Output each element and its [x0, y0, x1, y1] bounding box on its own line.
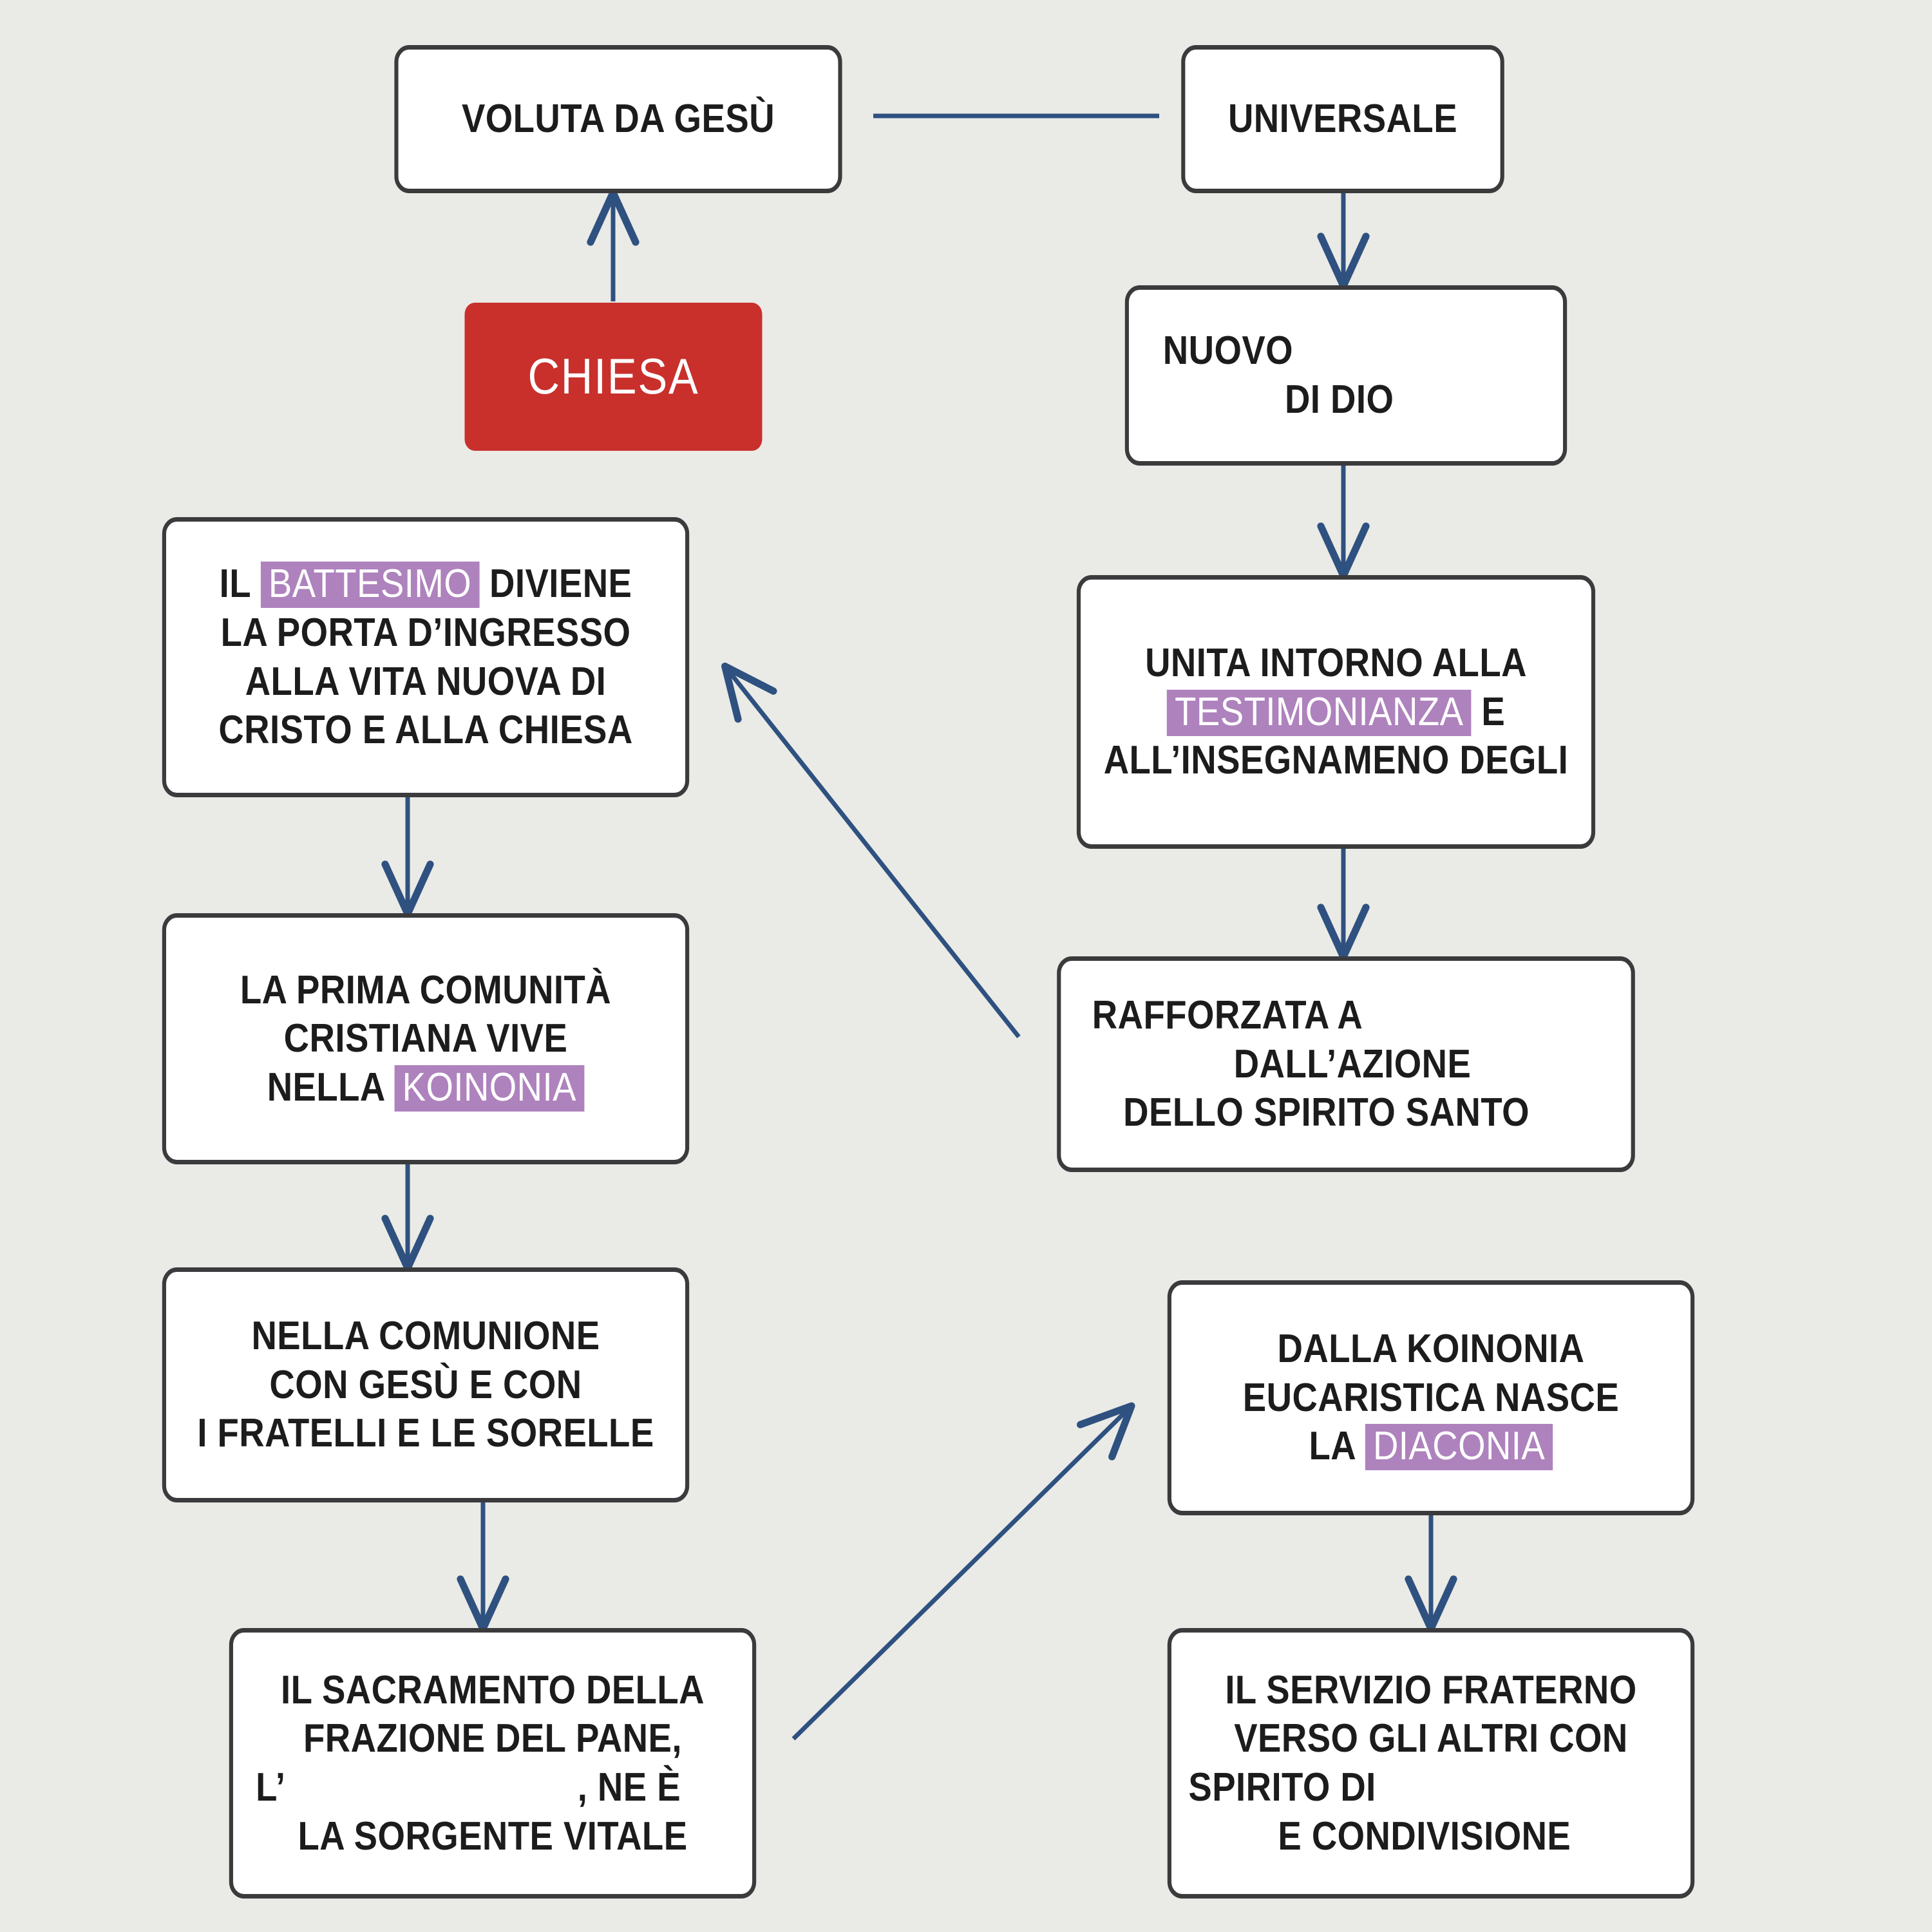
node-prima-line-3: NELLA KOINONIA — [176, 1063, 675, 1112]
node-prima-comunita-koinonia[interactable]: LA PRIMA COMUNITÀ CRISTIANA VIVE NELLA K… — [162, 913, 690, 1164]
node-diaconia-line-2: EUCARISTICA NASCE — [1242, 1375, 1620, 1420]
node-battesimo-line-1-pre: IL — [219, 562, 261, 607]
connector-rafforzata-to-battesimo — [721, 662, 1021, 1039]
node-sacramento-line-1: IL SACRAMENTO DELLA — [280, 1667, 705, 1712]
node-comunione-line-1: NELLA COMUNIONE — [251, 1314, 600, 1359]
node-chiesa-central-concept[interactable]: CHIESA — [464, 303, 762, 451]
node-battesimo-line-2: LA PORTA D’INGRESSO — [220, 610, 631, 655]
node-universale-line-1: UNIVERSALE — [1227, 97, 1458, 142]
node-sacramento-line-4: LA SORGENTE VITALE — [298, 1814, 688, 1859]
node-testimonianza-line-2: TESTIMONIANZA E — [1091, 688, 1581, 737]
node-diaconia-line-1: DALLA KOINONIA — [1277, 1327, 1585, 1372]
node-testimonianza[interactable]: UNITA INTORNO ALLA TESTIMONIANZA E ALL’I… — [1076, 575, 1596, 849]
node-rafforzata-spirito-santo[interactable]: RAFFORZATA A DALL’AZIONE DELLO SPIRITO S… — [1057, 956, 1635, 1172]
node-voluta-line-1: VOLUTA DA GESÙ — [461, 97, 775, 142]
node-sacramento-line-3: L’ , NE È — [243, 1763, 742, 1812]
keyword-koinonia: KOINONIA — [394, 1065, 585, 1112]
node-servizio-line-1: IL SERVIZIO FRATERNO — [1225, 1667, 1637, 1712]
node-rafforzata-line-1: RAFFORZATA A — [1092, 993, 1363, 1038]
node-nuovo-popolo-di-dio[interactable]: NUOVO DI DIO — [1124, 285, 1567, 466]
keyword-testimonianza: TESTIMONIANZA — [1166, 689, 1472, 736]
node-rafforzata-line-3: DELLO SPIRITO SANTO — [1123, 1090, 1530, 1135]
node-nuovo-line-1: NUOVO — [1162, 328, 1294, 374]
node-testimonianza-line-1: UNITA INTORNO ALLA — [1145, 641, 1527, 686]
node-comunione[interactable]: NELLA COMUNIONE CON GESÙ E CON I FRATELL… — [162, 1267, 690, 1502]
node-diaconia-line-3-pre: LA — [1309, 1424, 1365, 1469]
keyword-battesimo: BATTESIMO — [260, 562, 480, 609]
node-servizio-line-2: VERSO GLI ALTRI CON — [1234, 1716, 1628, 1761]
node-sacramento-line-3-post: , NE È — [577, 1765, 681, 1810]
node-battesimo[interactable]: IL BATTESIMO DIVIENE LA PORTA D’INGRESSO… — [162, 517, 690, 797]
node-prima-line-1: LA PRIMA COMUNITÀ — [240, 967, 612, 1012]
node-universale[interactable]: UNIVERSALE — [1181, 45, 1504, 193]
node-diaconia[interactable]: DALLA KOINONIA EUCARISTICA NASCE LA DIAC… — [1167, 1280, 1695, 1515]
node-testimonianza-line-2-post: E — [1471, 689, 1506, 734]
node-rafforzata-line-2: DALL’AZIONE — [1233, 1041, 1472, 1086]
node-prima-line-2: CRISTIANA VIVE — [283, 1016, 568, 1061]
node-comunione-line-2: CON GESÙ E CON — [269, 1362, 582, 1407]
connector-sacramento-to-diaconia — [791, 1402, 1135, 1741]
node-battesimo-line-3: ALLA VITA NUOVA DI — [245, 659, 607, 704]
node-nuovo-line-2: DI DIO — [1284, 377, 1394, 422]
node-chiesa-label: CHIESA — [527, 348, 699, 405]
keyword-diaconia: DIACONIA — [1365, 1424, 1553, 1471]
node-battesimo-line-4: CRISTO E ALLA CHIESA — [218, 708, 633, 753]
node-battesimo-line-1-post: DIVIENE — [479, 562, 632, 607]
node-servizio-line-3: SPIRITO DI — [1188, 1765, 1376, 1810]
node-servizio-line-4: E CONDIVISIONE — [1278, 1814, 1571, 1859]
node-voluta-da-gesu[interactable]: VOLUTA DA GESÙ — [394, 45, 842, 193]
node-testimonianza-line-3: ALL’INSEGNAMENO DEGLI — [1103, 738, 1569, 783]
node-diaconia-line-3: LA DIACONIA — [1182, 1422, 1680, 1471]
node-sacramento-line-3-pre: L’ — [256, 1765, 286, 1810]
node-battesimo-line-1: IL BATTESIMO DIVIENE — [176, 560, 675, 609]
node-sacramento-frazione-pane[interactable]: IL SACRAMENTO DELLA FRAZIONE DEL PANE, L… — [229, 1628, 757, 1899]
node-servizio-fraterno[interactable]: IL SERVIZIO FRATERNO VERSO GLI ALTRI CON… — [1167, 1628, 1695, 1899]
node-prima-line-3-pre: NELLA — [267, 1065, 395, 1110]
node-comunione-line-3: I FRATELLI E LE SORELLE — [197, 1411, 654, 1456]
node-sacramento-line-2: FRAZIONE DEL PANE, — [303, 1716, 682, 1761]
